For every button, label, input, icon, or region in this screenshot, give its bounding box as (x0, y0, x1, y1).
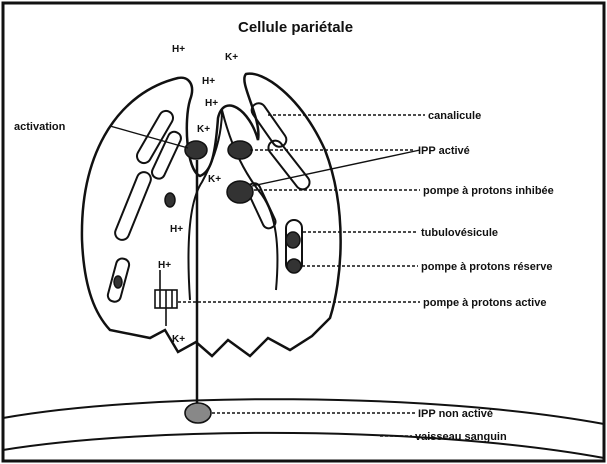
canaliculus (189, 110, 278, 300)
pump-inhibited (227, 181, 253, 203)
label-pompe-reserve: pompe à protons réserve (421, 261, 552, 273)
ion-h-4: H+ (170, 224, 183, 235)
pump-reserve-2 (287, 259, 301, 273)
ion-h-1: H+ (172, 44, 185, 55)
label-pompe-inhibee: pompe à protons inhibée (423, 185, 554, 197)
label-vaisseau: vaisseau sanguin (415, 431, 507, 443)
label-canalicule: canalicule (428, 110, 481, 122)
cell-membrane (82, 74, 341, 356)
pump-vesicle-2 (114, 276, 122, 288)
pump-vesicle (165, 193, 175, 207)
label-activation: activation (14, 121, 66, 133)
ion-h-2: H+ (202, 76, 215, 87)
pump-ipp-active (228, 141, 252, 159)
active-pump-glyph (155, 270, 177, 326)
vessel-wall-lower (3, 433, 604, 458)
ion-k-3: K+ (208, 174, 221, 185)
label-ipp-non-active: IPP non activé (418, 408, 493, 420)
ion-h-3: H+ (205, 98, 218, 109)
ion-k-2: K+ (197, 124, 210, 135)
pump-reserve (286, 232, 300, 248)
label-tubulovesicule: tubulovésicule (421, 227, 498, 239)
ion-k-1: K+ (225, 52, 238, 63)
ion-k-4: K+ (172, 334, 185, 345)
figure-title: Cellule pariétale (238, 19, 353, 36)
ipp-blood-molecule (185, 403, 211, 423)
leader-lines (110, 115, 425, 436)
label-ipp-active: IPP activé (418, 145, 470, 157)
ion-h-5: H+ (158, 260, 171, 271)
vessel-wall-upper (3, 399, 604, 424)
label-pompe-active: pompe à protons active (423, 297, 546, 309)
pump-activation-site (185, 141, 207, 159)
leader-ipp-active-solid (252, 150, 420, 186)
